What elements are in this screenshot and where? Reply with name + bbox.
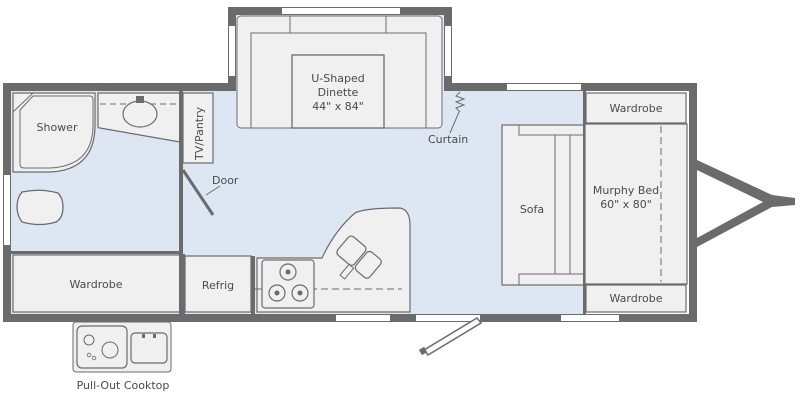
bath-wall-bottom bbox=[11, 251, 181, 254]
pullout-faucet-icon bbox=[142, 334, 145, 338]
window-front-top bbox=[507, 84, 581, 90]
trailer-hitch bbox=[697, 160, 795, 247]
shower-inner bbox=[19, 95, 94, 169]
dinette-label-1: U-Shaped bbox=[311, 72, 364, 85]
wardrobe-left bbox=[12, 254, 181, 313]
sink-icon bbox=[122, 100, 158, 128]
window-dinette-top bbox=[282, 8, 400, 14]
bathroom-door[interactable] bbox=[181, 169, 215, 216]
murphy-bed-size: 60" x 80" bbox=[600, 198, 652, 211]
pullout-faucet-icon bbox=[153, 334, 156, 338]
sofa-arm-top bbox=[518, 125, 584, 136]
window-bathroom bbox=[4, 175, 10, 245]
shower bbox=[12, 92, 96, 173]
murphy-bed bbox=[584, 123, 688, 285]
pullout-burner-icon bbox=[101, 341, 119, 359]
pullout-cooktop-label: Pull-Out Cooktop bbox=[77, 379, 170, 392]
pullout-sink-icon bbox=[130, 332, 168, 364]
burner-center bbox=[274, 290, 280, 296]
refrigerator bbox=[184, 255, 252, 313]
window-front-bottom bbox=[561, 315, 619, 321]
dinette-seat bbox=[250, 32, 427, 128]
refrigerator-wall bbox=[251, 256, 255, 314]
entry-door[interactable] bbox=[418, 317, 483, 356]
refrig-label: Refrig bbox=[202, 279, 234, 292]
door-label: Door bbox=[212, 174, 239, 187]
wardrobe-top-label: Wardrobe bbox=[610, 102, 663, 115]
stove bbox=[261, 259, 315, 309]
pullout-knob-icon bbox=[91, 355, 97, 361]
pullout-stove bbox=[76, 325, 128, 369]
curtain-label: Curtain bbox=[428, 133, 468, 146]
bath-partition-wall bbox=[179, 91, 183, 314]
pullout-knob-icon bbox=[86, 352, 92, 358]
wardrobe-left-label: Wardrobe bbox=[70, 278, 123, 291]
window-dinette-left bbox=[229, 26, 235, 76]
dinette-size: 44" x 84" bbox=[312, 100, 364, 113]
curtain-leader bbox=[449, 111, 460, 134]
tv-pantry bbox=[182, 92, 214, 164]
dinette-label-2: Dinette bbox=[318, 86, 359, 99]
curtain-icon bbox=[454, 91, 466, 113]
window-dinette-right bbox=[445, 26, 451, 76]
burner-icon bbox=[268, 284, 286, 302]
window-kitchen bbox=[336, 315, 390, 321]
faucet-icon bbox=[136, 96, 144, 103]
entry-door-gap bbox=[416, 315, 480, 321]
toilet-icon bbox=[16, 189, 64, 226]
burner-center bbox=[297, 290, 303, 296]
kitchen-wall-left bbox=[183, 254, 185, 314]
sofa-label: Sofa bbox=[520, 203, 544, 216]
pullout-burner-icon bbox=[83, 334, 95, 346]
kitchen-sink-icon bbox=[336, 235, 382, 280]
burner-icon bbox=[291, 284, 309, 302]
door-leader bbox=[205, 185, 221, 196]
wardrobe-bottom-right-label: Wardrobe bbox=[610, 292, 663, 305]
sofa-arm-bottom bbox=[518, 273, 584, 285]
burner-center bbox=[285, 269, 291, 275]
dinette-table bbox=[291, 54, 385, 129]
burner-icon bbox=[279, 263, 297, 281]
tv-pantry-label: TV/Pantry bbox=[193, 106, 206, 161]
murphy-bed-label: Murphy Bed bbox=[593, 184, 659, 197]
wardrobe-bottom-right bbox=[585, 284, 687, 313]
shower-label: Shower bbox=[37, 121, 78, 134]
shower-corner bbox=[12, 92, 34, 113]
wardrobe-top bbox=[585, 92, 687, 124]
